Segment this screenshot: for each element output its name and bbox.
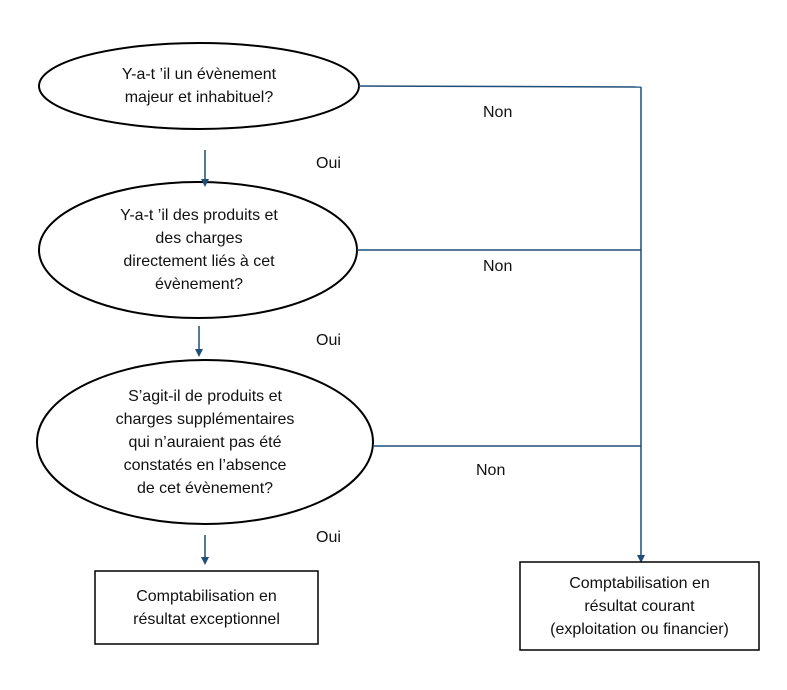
yes-label-2: Oui: [316, 332, 341, 349]
no-connector-1: [358, 85, 642, 88]
outcome-text-current: Comptabilisation en résultat courant (ex…: [550, 574, 729, 638]
decision-ellipse-3: [36, 359, 374, 525]
no-label-3: Non: [476, 462, 506, 479]
no-label-1: Non: [483, 104, 513, 121]
decision-text-3: S’agit-il de produits et charges supplém…: [115, 387, 295, 497]
decision-text-1: Y-a-t ’il un évènement majeur et inhabit…: [121, 66, 277, 106]
outcome-text-exceptional: Comptabilisation en résultat exceptionne…: [133, 587, 280, 628]
no-label-2: Non: [483, 258, 513, 275]
outcome-box-current: [519, 561, 760, 651]
yes-label-1: Oui: [316, 155, 341, 172]
decision-text-2: Y-a-t ’il des produits et des charges di…: [120, 207, 278, 293]
yes-label-3: Oui: [316, 529, 341, 546]
outcome-box-exceptional: [94, 570, 319, 645]
